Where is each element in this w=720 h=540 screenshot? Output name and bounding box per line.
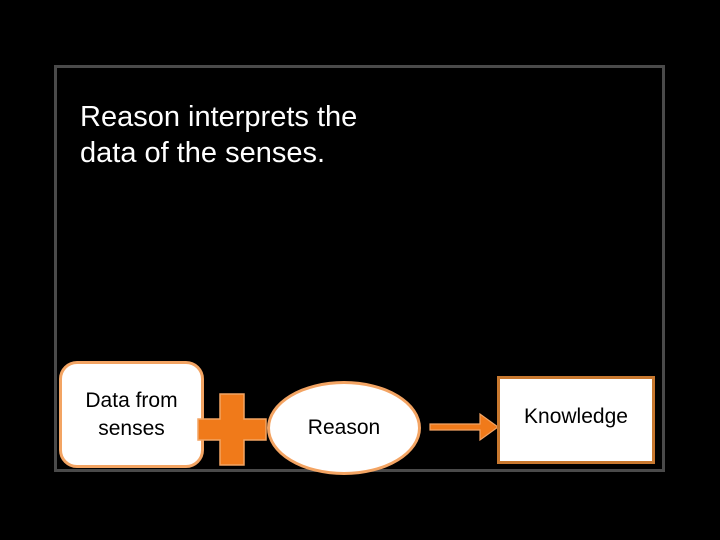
data-box-line-1: Data from (85, 388, 178, 412)
data-from-senses-box: Data from senses (59, 361, 204, 468)
plus-shape (197, 393, 267, 466)
reason-ellipse: Reason (267, 381, 421, 475)
slide-caption: Reason interprets the data of the senses… (80, 99, 440, 171)
arrow-shape (429, 412, 500, 442)
plus-icon (197, 393, 267, 466)
knowledge-box: Knowledge (497, 376, 655, 464)
reason-label: Reason (307, 416, 381, 439)
caption-line-2: data of the senses. (80, 137, 326, 169)
caption-line-1: Reason interprets the (80, 101, 358, 133)
data-box-line-2: senses (98, 416, 165, 440)
arrow-right-icon (429, 412, 500, 442)
knowledge-label: Knowledge (524, 405, 628, 428)
data-from-senses-label: Data from senses (85, 387, 177, 443)
